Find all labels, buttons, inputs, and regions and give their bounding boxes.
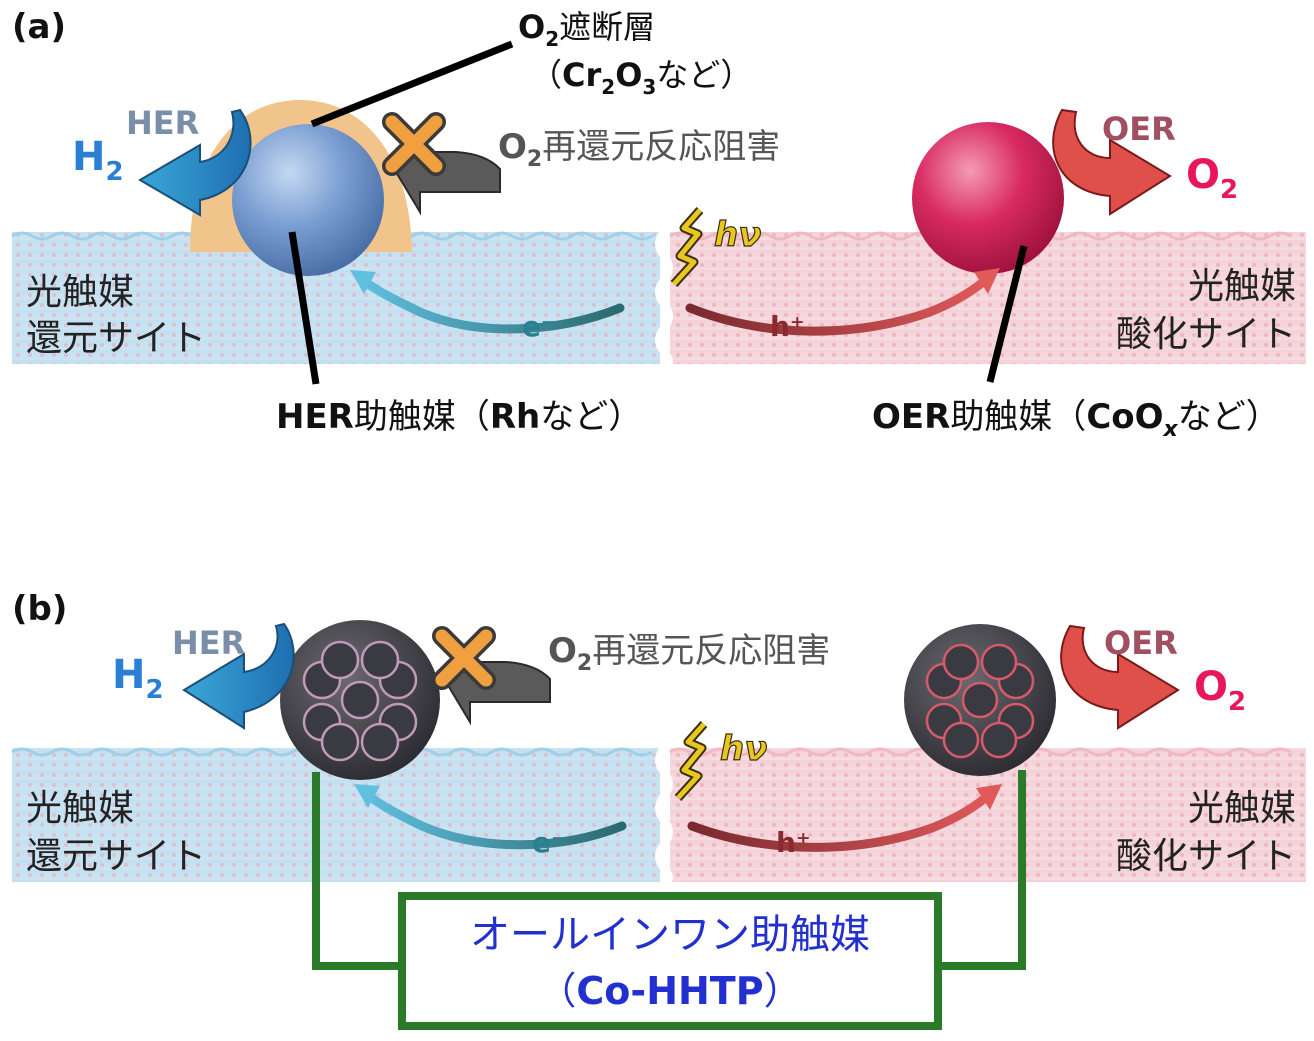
h2-label: H2 xyxy=(112,652,164,705)
her-label: HER xyxy=(172,624,245,662)
o2-out-label: O2 xyxy=(1186,152,1238,205)
hv-label: hν xyxy=(714,215,761,255)
oer-cocatalyst-label: OER助触媒（CoOxなど） xyxy=(872,397,1280,442)
electron-arrowhead xyxy=(350,270,376,294)
light-zigzag-icon xyxy=(676,722,706,800)
panel-a: (a) O2遮断層 （Cr2O3など） HER H2 xyxy=(11,7,1306,442)
block-cross-icon xyxy=(382,112,446,176)
her-cocatalyst-sphere xyxy=(232,124,384,276)
block-cross-icon xyxy=(432,626,496,690)
her-cocatalyst-label: HER助触媒（Rhなど） xyxy=(276,397,642,437)
all-in-one-label: オールインワン助触媒 xyxy=(470,912,870,958)
hole-arrowhead xyxy=(976,784,1002,810)
oxidation-site-label-line2: 酸化サイト xyxy=(1116,314,1296,355)
light-zigzag-icon xyxy=(672,208,702,286)
junction xyxy=(655,229,673,368)
oer-label: OER xyxy=(1102,110,1176,148)
oer-label: OER xyxy=(1104,624,1178,662)
electron-path-arrow xyxy=(355,273,625,334)
hv-label: hν xyxy=(720,729,767,769)
panel-b: (b) HER H2 O2再還元 xyxy=(11,589,1306,1030)
her-label: HER xyxy=(126,104,199,142)
reduction-site-label-line2: 還元サイト xyxy=(26,318,206,359)
o2-release-arrow xyxy=(1060,624,1180,730)
hole-path-arrow xyxy=(687,787,997,852)
co-hhtp-particle-left xyxy=(280,620,440,780)
electron-path-arrow xyxy=(359,787,627,850)
hole-label: h⁺ xyxy=(770,310,805,343)
cr2o3-label: （Cr2O3など） xyxy=(530,56,752,99)
hole-arrowhead xyxy=(974,268,1000,294)
o2-rereduction-label: O2再還元反応阻害 xyxy=(548,631,830,676)
oer-cocatalyst-leader-line xyxy=(986,245,1028,383)
oxidation-site-label-line1: 光触媒 xyxy=(1188,788,1296,829)
panel-b-label: (b) xyxy=(12,589,67,629)
electron-label: e⁻ xyxy=(522,310,556,343)
o2-release-arrow xyxy=(1052,108,1172,216)
co-hhtp-particle-right xyxy=(904,624,1056,776)
reduction-site-label-line2: 還元サイト xyxy=(26,836,206,877)
o2-layer-leader-line xyxy=(310,40,514,128)
hole-label: h⁺ xyxy=(776,826,811,859)
connector-line-left xyxy=(312,772,402,970)
h2-release-arrow xyxy=(182,622,295,730)
all-in-one-box xyxy=(398,892,942,1030)
oxidation-site-label-line2: 酸化サイト xyxy=(1116,836,1296,877)
oer-cocatalyst-sphere xyxy=(912,122,1064,274)
o2-rereduction-label: O2再還元反応阻害 xyxy=(498,127,780,172)
her-cocatalyst-leader-line xyxy=(288,231,320,385)
co-hhtp-label: （Co-HHTP） xyxy=(538,969,801,1013)
electron-label: e⁻ xyxy=(532,826,566,859)
panel-a-label: (a) xyxy=(12,7,66,47)
o2-layer-label: O2遮断層 xyxy=(518,8,655,51)
reduction-site-label-line1: 光触媒 xyxy=(26,272,134,313)
connector-line-right xyxy=(938,770,1026,970)
oxidation-site-label-line1: 光触媒 xyxy=(1188,266,1296,307)
junction xyxy=(655,745,673,886)
h2-release-arrow xyxy=(138,108,252,217)
hole-path-arrow xyxy=(685,271,995,336)
h2-label: H2 xyxy=(72,134,124,187)
electron-arrowhead xyxy=(354,784,380,808)
o2-out-label: O2 xyxy=(1194,664,1246,717)
reduction-site-label-line1: 光触媒 xyxy=(26,788,134,829)
